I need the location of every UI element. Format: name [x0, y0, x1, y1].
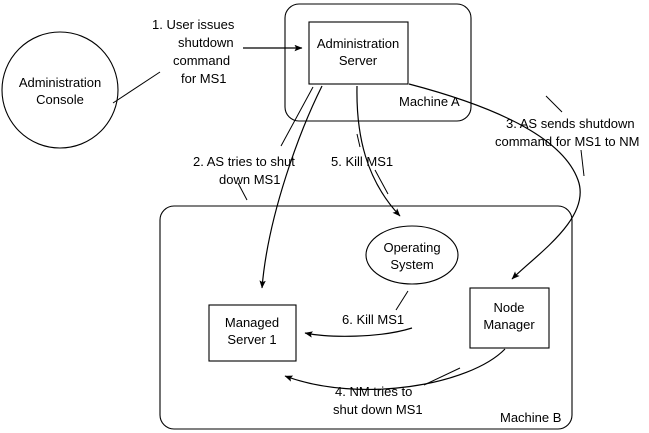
step-4-line-2: shut down MS1 — [333, 402, 423, 417]
arrow-step-5 — [356, 85, 401, 217]
arrow-step-3 — [408, 83, 581, 280]
node-manager-label-line2: Manager — [483, 317, 535, 332]
leader-step-5-top — [356, 133, 361, 148]
leader-step-2-bottom — [237, 182, 248, 201]
machine-a-boundary — [284, 3, 472, 122]
arrow-step-2 — [259, 85, 323, 289]
machine-b-boundary — [159, 205, 573, 430]
leader-step-1 — [112, 71, 161, 104]
step-3-line-1: 3. AS sends shutdown — [506, 116, 635, 131]
arrow-step-6 — [304, 327, 413, 338]
admin-console-node[interactable]: Administration Console — [1, 31, 119, 149]
admin-console-label-line2: Console — [36, 92, 84, 107]
step-1-line-2: shutdown — [178, 35, 234, 50]
admin-server-label-line2: Server — [339, 53, 378, 68]
leader-step-6 — [395, 290, 409, 311]
step-3-caption: 3. AS sends shutdown command for MS1 to … — [495, 116, 640, 149]
leader-step-2-top — [280, 86, 314, 147]
leader-step-3-top — [545, 95, 563, 113]
admin-server-node[interactable]: Administration Server — [308, 21, 409, 85]
node-manager-node[interactable]: Node Manager — [469, 287, 550, 349]
step-2-line-1: 2. AS tries to shut — [193, 154, 295, 169]
leader-step-5-bottom — [374, 169, 389, 195]
step-2-caption: 2. AS tries to shut down MS1 — [193, 154, 295, 187]
operating-system-label-line2: System — [390, 257, 433, 272]
admin-console-label-line1: Administration — [19, 75, 101, 90]
operating-system-ellipse[interactable] — [365, 225, 459, 285]
admin-server-label-line1: Administration — [317, 36, 399, 51]
machine-a-container: Machine A — [284, 3, 472, 122]
step-1-caption: 1. User issues shutdown command for MS1 — [152, 17, 235, 86]
step-1-line-4: for MS1 — [181, 71, 227, 86]
step-3-line-2: command for MS1 to NM — [495, 134, 640, 149]
machine-b-label: Machine B — [500, 410, 561, 425]
admin-server-box[interactable] — [308, 21, 409, 85]
step-4-line-1: 4. NM tries to — [335, 384, 412, 399]
node-manager-label-line1: Node — [493, 300, 524, 315]
operating-system-label-line1: Operating — [383, 240, 440, 255]
managed-server-1-label-line1: Managed — [225, 315, 279, 330]
step-6-line-1: 6. Kill MS1 — [342, 312, 404, 327]
node-manager-box[interactable] — [469, 287, 550, 349]
step-2-line-2: down MS1 — [219, 172, 280, 187]
admin-console-circle[interactable] — [1, 31, 119, 149]
managed-server-1-box[interactable] — [208, 304, 297, 362]
managed-server-1-node[interactable]: Managed Server 1 — [208, 304, 297, 362]
step-5-caption: 5. Kill MS1 — [331, 154, 393, 169]
leader-step-3-bottom — [580, 149, 585, 177]
step-1-line-1: 1. User issues — [152, 17, 235, 32]
step-4-caption: 4. NM tries to shut down MS1 — [333, 384, 423, 417]
step-1-line-3: command — [173, 53, 230, 68]
operating-system-node[interactable]: Operating System — [365, 225, 459, 285]
leader-step-4 — [423, 367, 461, 386]
managed-server-1-label-line2: Server 1 — [227, 332, 276, 347]
step-5-line-1: 5. Kill MS1 — [331, 154, 393, 169]
arrow-step-4 — [284, 348, 506, 390]
step-6-caption: 6. Kill MS1 — [342, 312, 404, 327]
machine-a-label: Machine A — [399, 94, 460, 109]
machine-b-container: Machine B — [159, 205, 573, 430]
